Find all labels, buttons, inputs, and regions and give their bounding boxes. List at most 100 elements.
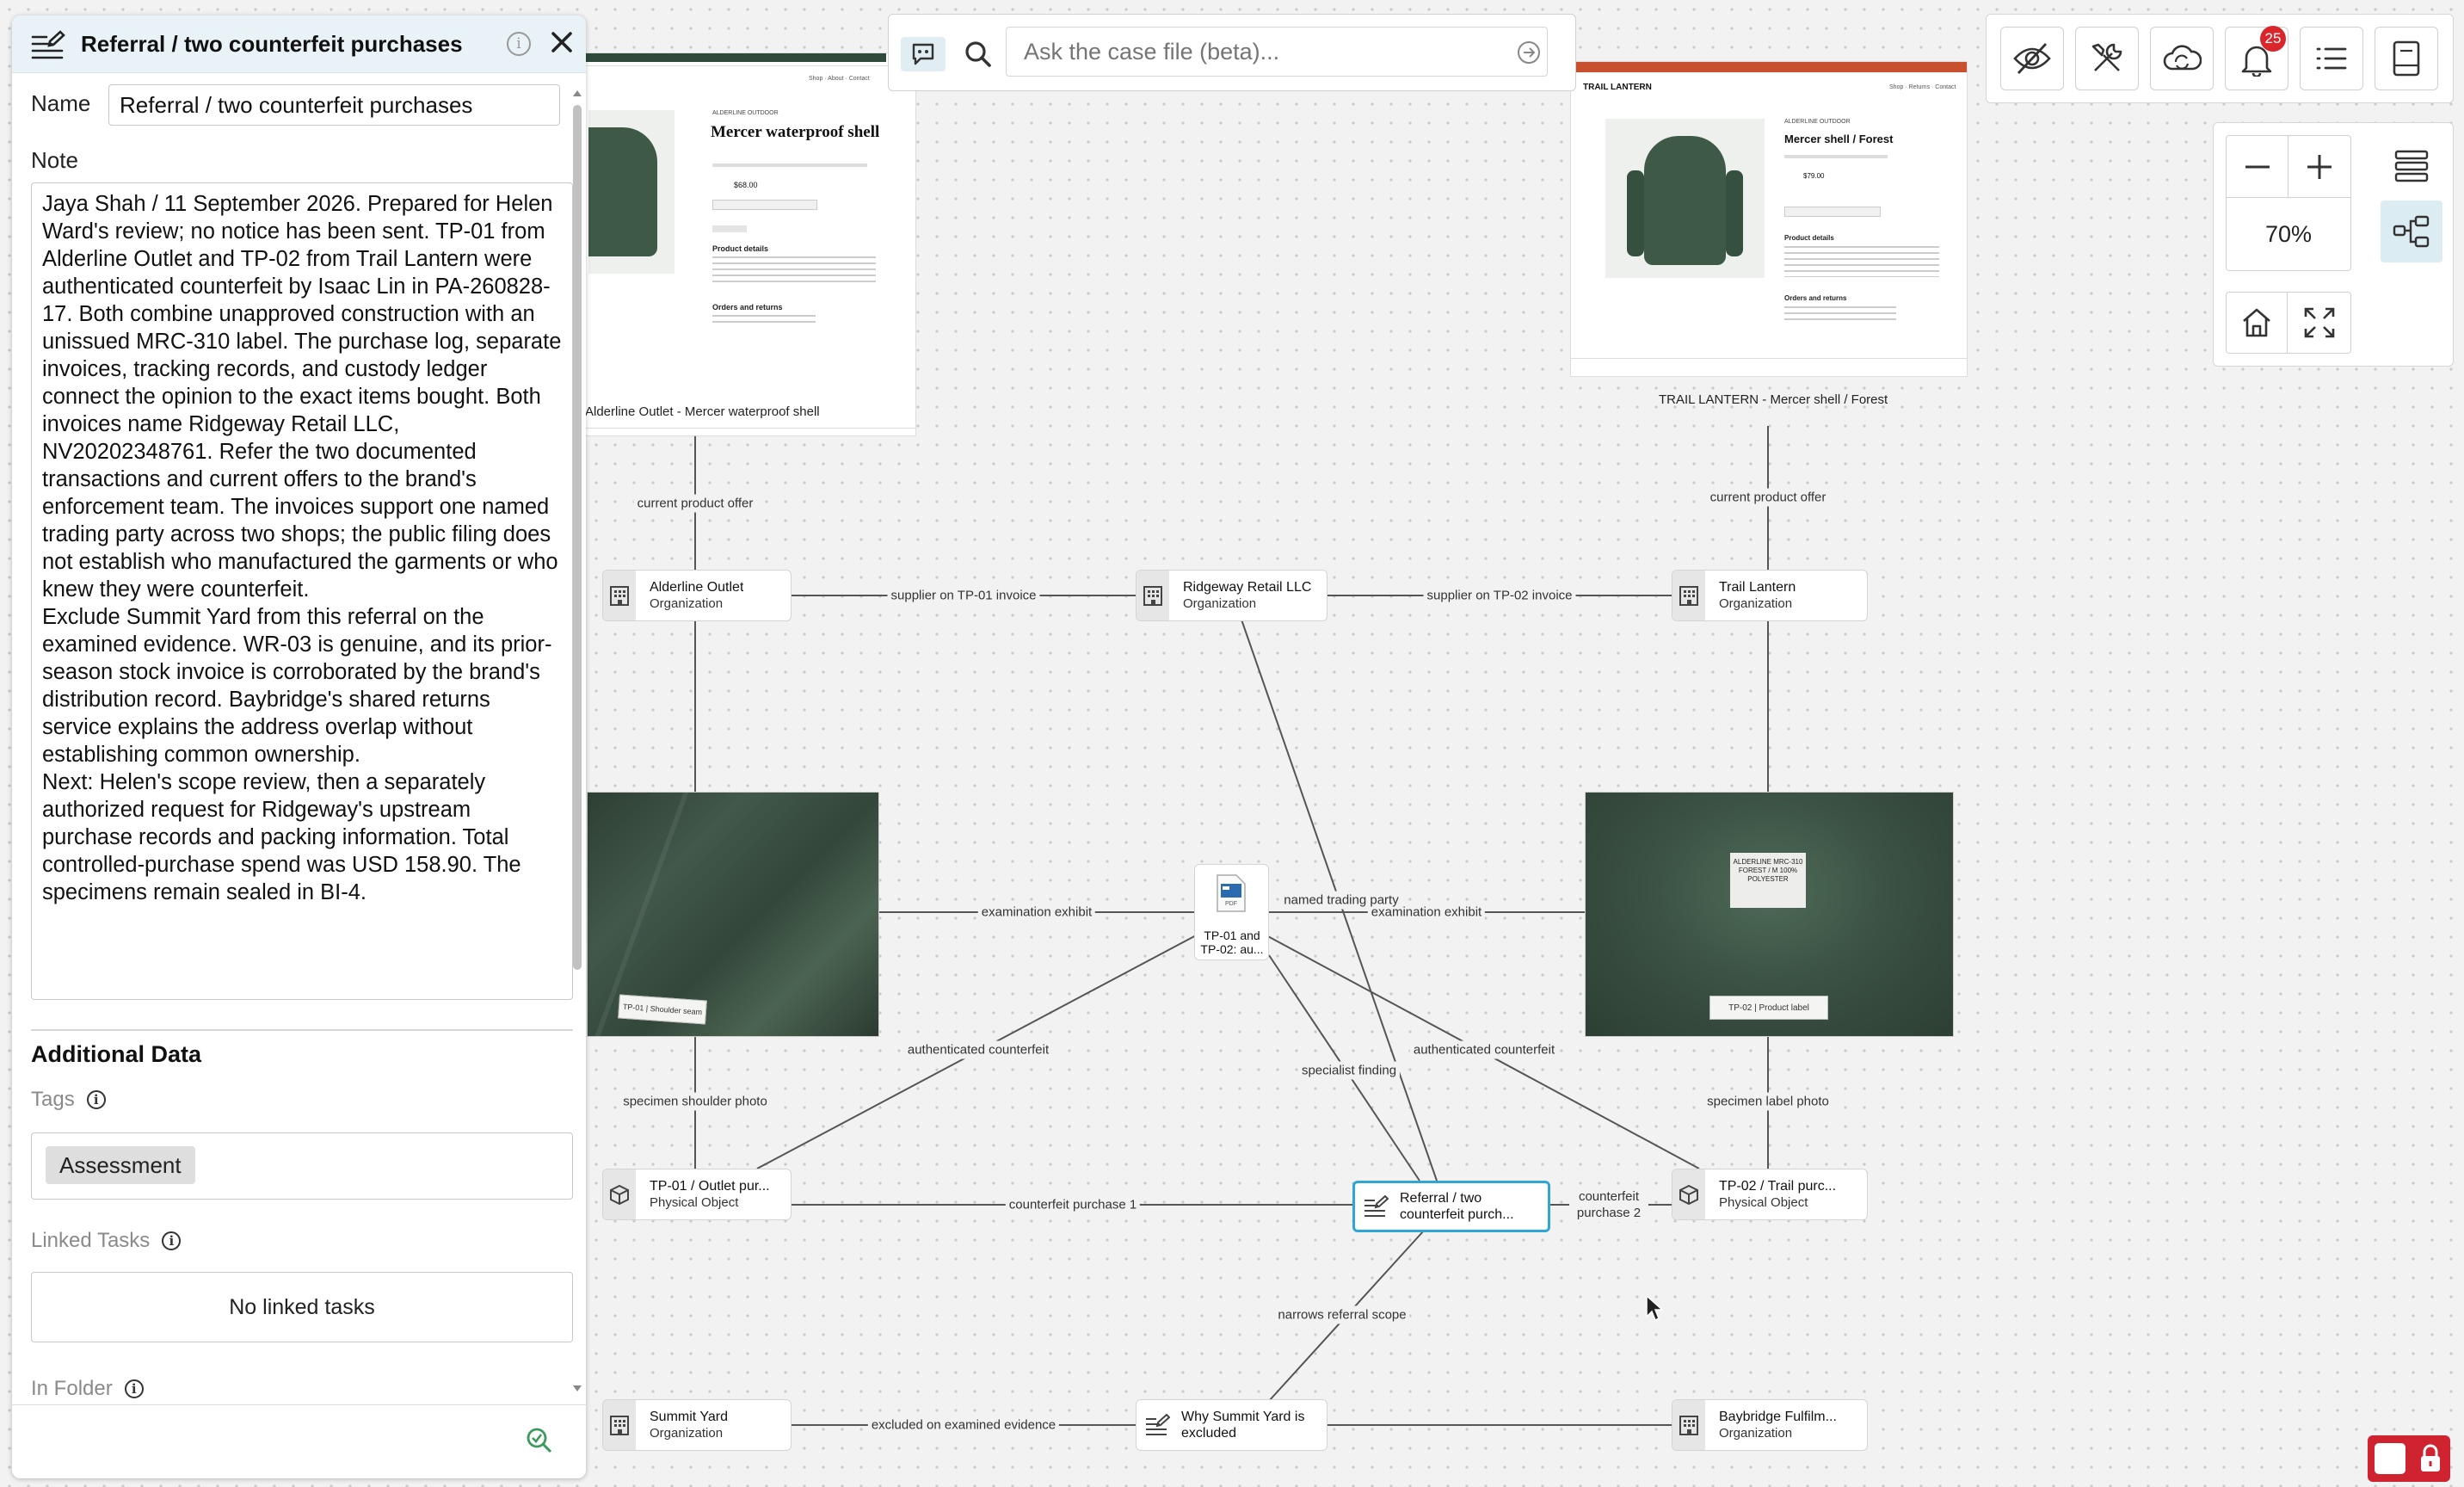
notebook-button[interactable] bbox=[2375, 27, 2438, 90]
shot-brand-right: ALDERLINE OUTDOOR bbox=[1784, 119, 1851, 125]
shot-price: $68.00 bbox=[734, 181, 758, 189]
in-folder-label-row: In Folder i bbox=[31, 1377, 144, 1401]
linked-tasks-box[interactable]: No linked tasks bbox=[31, 1272, 573, 1342]
chat-assistant-button[interactable] bbox=[901, 37, 946, 71]
name-field[interactable]: Referral / two counterfeit purchases bbox=[108, 84, 560, 126]
home-icon bbox=[2243, 308, 2270, 337]
shot-brand: ALDERLINE OUTDOOR bbox=[712, 110, 779, 116]
photo-tp01-shoulder-seam[interactable]: TP-01 | Shoulder seam bbox=[587, 792, 879, 1037]
notification-badge: 25 bbox=[2260, 26, 2286, 52]
info-icon[interactable]: i bbox=[86, 1090, 106, 1109]
fit-view-button[interactable] bbox=[2288, 292, 2351, 354]
panel-footer bbox=[12, 1404, 586, 1478]
node-tp01-outlet-purchase[interactable]: TP-01 / Outlet pur...Physical Object bbox=[602, 1169, 792, 1220]
building-icon bbox=[1672, 571, 1705, 620]
layout-tree-button[interactable] bbox=[2381, 201, 2442, 262]
note-label: Note bbox=[31, 147, 78, 173]
node-title: Summit Yard bbox=[650, 1410, 728, 1424]
notifications-button[interactable]: 25 bbox=[2225, 26, 2288, 90]
tree-layout-icon bbox=[2393, 215, 2430, 248]
node-title: Why Summit Yard is excluded bbox=[1181, 1410, 1305, 1441]
node-type: Organization bbox=[1719, 1426, 1793, 1441]
node-title: TP-01 and TP-02: au... bbox=[1200, 929, 1264, 956]
photo-tag-tp01: TP-01 | Shoulder seam bbox=[618, 994, 707, 1025]
screenshot-caption-right: TRAIL LANTERN - Mercer shell / Forest bbox=[1659, 392, 1888, 407]
screenshot-caption-left: Alderline Outlet - Mercer waterproof she… bbox=[585, 404, 820, 419]
chat-bubble-icon bbox=[912, 43, 934, 65]
shot-product-title: Mercer waterproof shell bbox=[711, 123, 880, 141]
shot-price-right: $79.00 bbox=[1803, 172, 1825, 180]
home-button[interactable] bbox=[2226, 292, 2288, 354]
in-folder-label: In Folder bbox=[31, 1377, 113, 1400]
node-tp02-trail-purchase[interactable]: TP-02 / Trail purc...Physical Object bbox=[1672, 1169, 1868, 1220]
close-icon[interactable] bbox=[550, 30, 574, 59]
note-icon bbox=[1137, 1400, 1178, 1450]
note-textarea[interactable]: Jaya Shah / 11 September 2026. Prepared … bbox=[31, 182, 573, 1000]
scrollbar-thumb[interactable] bbox=[573, 105, 582, 970]
book-icon bbox=[2393, 40, 2420, 77]
edge-label-purchase1: counterfeit purchase 1 bbox=[1005, 1195, 1141, 1214]
search-check-icon[interactable] bbox=[525, 1426, 554, 1455]
building-icon bbox=[1672, 1400, 1705, 1450]
minus-icon bbox=[2245, 165, 2270, 168]
name-field-value: Referral / two counterfeit purchases bbox=[120, 91, 473, 118]
edge-label-narrows: narrows referral scope bbox=[1274, 1305, 1410, 1324]
panel-scrollbar[interactable] bbox=[571, 88, 583, 1404]
info-icon[interactable]: i bbox=[162, 1231, 182, 1250]
list-icon bbox=[2316, 47, 2347, 70]
note-icon bbox=[31, 29, 65, 64]
name-label: Name bbox=[31, 90, 91, 116]
shot-details-right: Product details bbox=[1784, 234, 1834, 242]
shot-orders: Orders and returns bbox=[712, 303, 783, 312]
scroll-up-icon[interactable] bbox=[571, 88, 583, 98]
submit-arrow-icon[interactable] bbox=[1517, 40, 1541, 69]
zoom-out-button[interactable] bbox=[2227, 136, 2288, 198]
info-icon[interactable]: i bbox=[507, 32, 531, 56]
node-referral-note[interactable]: Referral / two counterfeit purch... bbox=[1352, 1181, 1550, 1232]
tag-chip[interactable]: Assessment bbox=[46, 1146, 195, 1184]
building-icon bbox=[1137, 571, 1169, 620]
hide-button[interactable] bbox=[2000, 27, 2064, 90]
node-type: Organization bbox=[650, 1426, 724, 1441]
tags-label-row: Tags i bbox=[31, 1088, 106, 1112]
website-screenshot-alderline[interactable]: Shop · About · Contact ALDERLINE OUTDOOR… bbox=[585, 53, 915, 435]
layout-stack-button[interactable] bbox=[2381, 135, 2442, 197]
edge-label-auth1: authenticated counterfeit bbox=[903, 1040, 1053, 1059]
node-why-summit-excluded[interactable]: Why Summit Yard is excluded bbox=[1136, 1399, 1327, 1451]
tags-field[interactable]: Assessment bbox=[31, 1132, 573, 1200]
tags-label: Tags bbox=[31, 1088, 75, 1111]
search-bar bbox=[888, 14, 1576, 91]
shot-details: Product details bbox=[712, 244, 769, 253]
photo-tp02-product-label[interactable]: ALDERLINE MRC-310 FOREST / M 100% POLYES… bbox=[1585, 792, 1954, 1037]
tools-icon bbox=[2091, 43, 2122, 71]
scroll-down-icon[interactable] bbox=[571, 1384, 583, 1394]
panel-header: Referral / two counterfeit purchases i bbox=[12, 15, 586, 73]
photo-tag-tp02: TP-02 | Product label bbox=[1709, 996, 1828, 1020]
additional-data-heading: Additional Data bbox=[31, 1041, 202, 1067]
node-title: Referral / two counterfeit purch... bbox=[1400, 1191, 1514, 1222]
case-file-search-input[interactable] bbox=[1006, 27, 1548, 77]
edge-label-named-party: named trading party bbox=[1280, 891, 1402, 910]
node-title: Baybridge Fulfilm... bbox=[1719, 1410, 1837, 1424]
info-icon[interactable]: i bbox=[124, 1379, 144, 1398]
website-screenshot-trail-lantern[interactable]: TRAIL LANTERN Shop · Returns · Contact A… bbox=[1571, 62, 1967, 376]
node-type: Physical Object bbox=[650, 1195, 739, 1210]
node-baybridge-fulfilment[interactable]: Baybridge Fulfilm... Organization bbox=[1672, 1399, 1868, 1451]
lock-toggle[interactable] bbox=[2368, 1435, 2450, 1482]
tools-button[interactable] bbox=[2075, 27, 2139, 90]
mouse-cursor-icon bbox=[1645, 1294, 1664, 1326]
detail-panel: Referral / two counterfeit purchases i N… bbox=[12, 15, 586, 1478]
sync-button[interactable] bbox=[2150, 27, 2214, 90]
node-title: Ridgeway Retail LLC bbox=[1183, 580, 1312, 595]
node-title: TP-02 / Trail purc... bbox=[1719, 1179, 1837, 1194]
node-type: Organization bbox=[1719, 596, 1793, 611]
list-view-button[interactable] bbox=[2300, 27, 2363, 90]
node-pdf-authentication-report[interactable]: PDF TP-01 and TP-02: au... bbox=[1194, 864, 1269, 960]
edge-label-supplier2: supplier on TP-02 invoice bbox=[1423, 586, 1576, 605]
zoom-in-button[interactable] bbox=[2288, 136, 2350, 198]
